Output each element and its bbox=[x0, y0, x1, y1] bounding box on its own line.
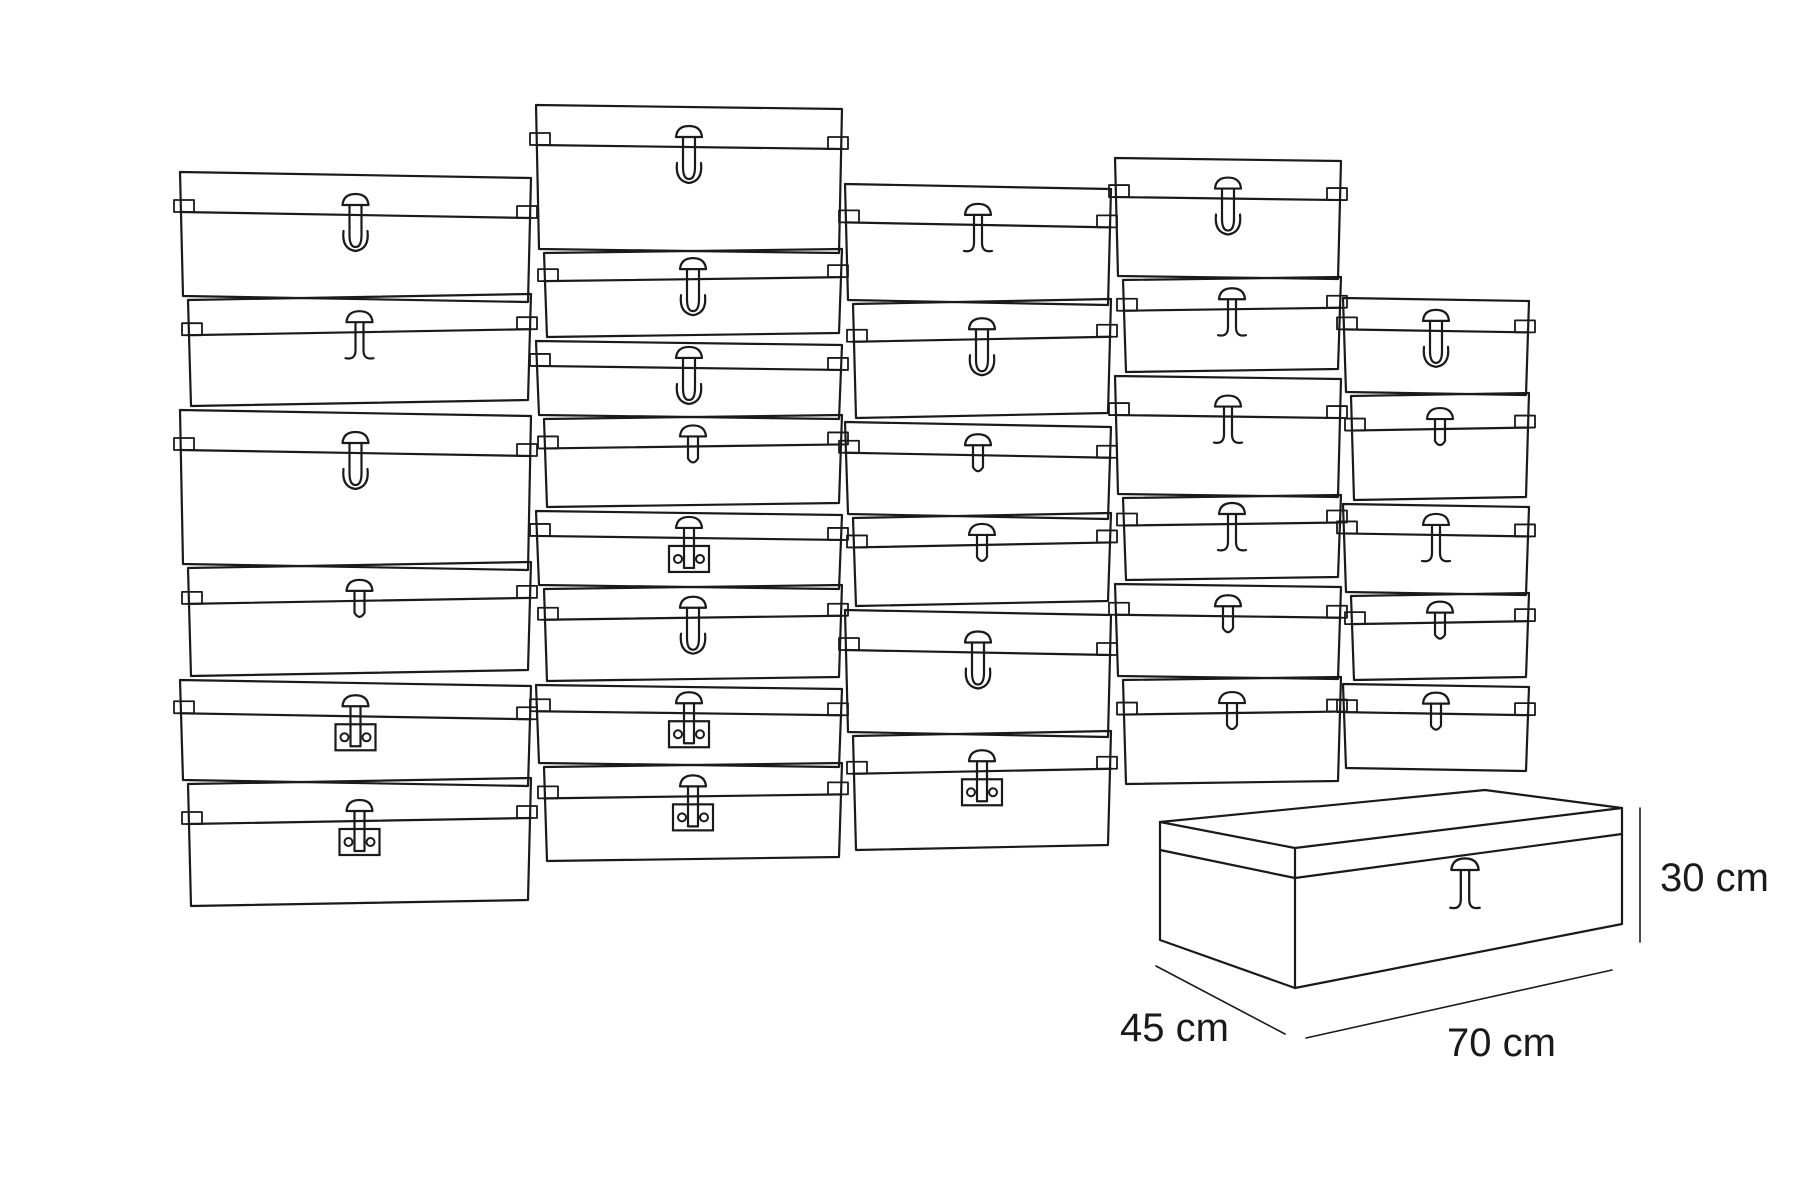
suitcase bbox=[846, 729, 1118, 852]
latch-icon bbox=[674, 345, 704, 406]
suitcase-stack-3 bbox=[838, 182, 1118, 852]
latch-icon bbox=[671, 774, 715, 832]
suitcase bbox=[173, 170, 538, 304]
suitcase bbox=[1336, 296, 1536, 397]
suitcase bbox=[838, 182, 1118, 307]
suitcase bbox=[529, 683, 849, 769]
suitcase bbox=[173, 408, 538, 572]
suitcase bbox=[1108, 582, 1348, 681]
suitcase bbox=[181, 560, 538, 678]
suitcase bbox=[181, 292, 538, 408]
depth-dimension-label: 45 cm bbox=[1120, 1006, 1229, 1050]
latch-icon bbox=[341, 430, 370, 491]
latch-icon bbox=[338, 798, 381, 857]
featured-suitcase bbox=[1158, 788, 1624, 990]
suitcase bbox=[181, 776, 538, 908]
suitcase bbox=[1116, 275, 1348, 374]
latch-icon bbox=[344, 310, 375, 360]
latch-icon bbox=[1212, 394, 1244, 444]
suitcase bbox=[529, 339, 849, 421]
suitcase bbox=[537, 247, 849, 339]
latch-icon bbox=[334, 694, 377, 752]
suitcase bbox=[1116, 675, 1348, 786]
suitcase bbox=[1108, 374, 1348, 499]
latch-icon bbox=[1213, 176, 1243, 236]
latch-icon bbox=[1217, 690, 1247, 731]
latch-icon bbox=[963, 433, 993, 473]
latch-icon bbox=[1420, 512, 1452, 563]
height-dimension-label: 30 cm bbox=[1660, 856, 1769, 900]
suitcase bbox=[537, 413, 849, 509]
latch-icon bbox=[1449, 857, 1481, 910]
latch-icon bbox=[667, 691, 711, 749]
suitcase-stack-1 bbox=[173, 170, 538, 908]
latch-icon bbox=[674, 124, 704, 185]
latch-icon bbox=[1216, 501, 1248, 552]
latch-icon bbox=[341, 192, 370, 253]
suitcase bbox=[838, 608, 1118, 739]
suitcase bbox=[1108, 156, 1348, 281]
suitcase-stacks bbox=[173, 103, 1536, 908]
latch-icon bbox=[963, 630, 993, 690]
suitcase bbox=[838, 420, 1118, 521]
latch-icon bbox=[1425, 406, 1455, 447]
width-dimension-label: 70 cm bbox=[1447, 1021, 1556, 1065]
suitcase bbox=[1336, 502, 1536, 597]
suitcase bbox=[529, 103, 849, 255]
latch-icon bbox=[1421, 691, 1451, 731]
suitcase bbox=[1344, 591, 1536, 682]
latch-icon bbox=[1216, 287, 1248, 337]
suitcase bbox=[846, 511, 1118, 608]
latch-icon bbox=[1425, 600, 1455, 640]
latch-icon bbox=[967, 317, 997, 377]
latch-icon bbox=[678, 424, 708, 464]
suitcase bbox=[173, 678, 538, 788]
suitcase bbox=[537, 761, 849, 863]
latch-icon bbox=[678, 595, 708, 655]
suitcase bbox=[529, 509, 849, 591]
latch-icon bbox=[678, 257, 708, 317]
latch-icon bbox=[345, 578, 374, 618]
suitcase-stack-4 bbox=[1108, 156, 1348, 786]
suitcase-stack-2 bbox=[529, 103, 849, 863]
latch-icon bbox=[962, 202, 994, 253]
dimension-lines bbox=[1155, 807, 1641, 1039]
suitcase bbox=[1116, 493, 1348, 582]
latch-icon bbox=[1421, 308, 1451, 368]
latch-icon bbox=[1213, 594, 1243, 634]
suitcase bbox=[846, 297, 1118, 420]
latch-icon bbox=[967, 522, 997, 563]
latch-icon bbox=[960, 749, 1004, 807]
suitcase bbox=[537, 583, 849, 683]
latch-icon bbox=[667, 515, 711, 574]
suitcase bbox=[1344, 391, 1536, 502]
suitcase bbox=[1336, 682, 1536, 773]
suitcase-stack-5 bbox=[1336, 296, 1536, 773]
